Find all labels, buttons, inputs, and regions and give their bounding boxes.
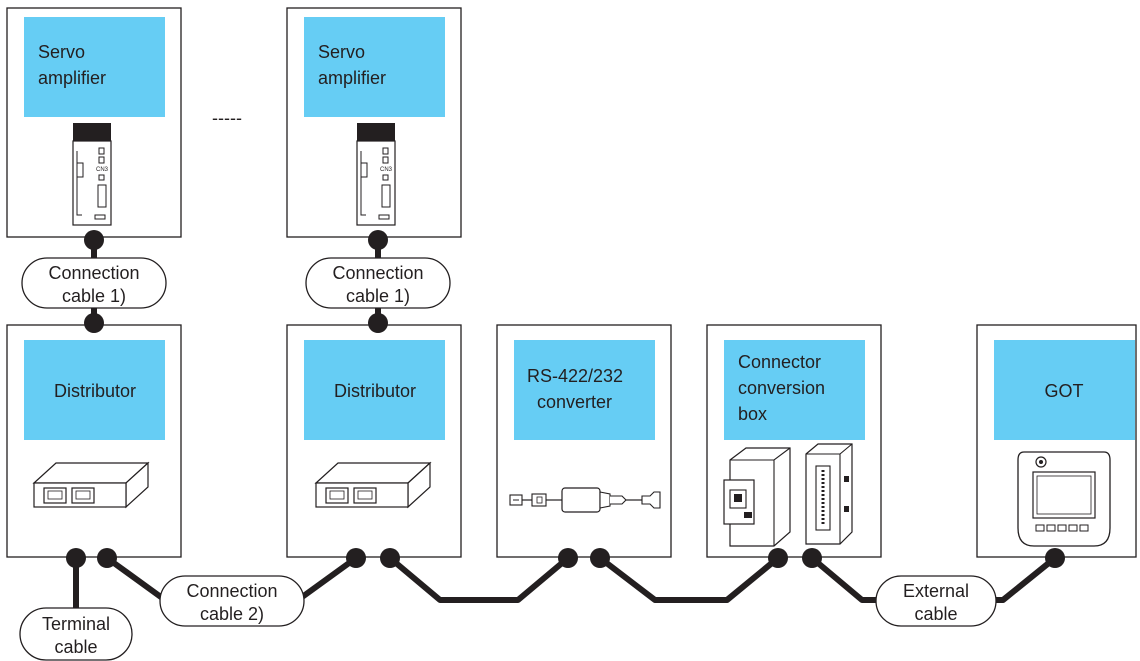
connection-point	[346, 548, 366, 568]
got-terminal-icon	[1017, 451, 1111, 547]
cable-label-external: External cable	[875, 575, 997, 627]
distributor-icon	[314, 461, 432, 509]
connection-point	[802, 548, 822, 568]
device-label-line2: amplifier	[318, 68, 386, 88]
cable-label-line1: Connection	[186, 581, 277, 601]
device-label-line1: Servo	[38, 42, 85, 62]
connection-point	[768, 548, 788, 568]
servo-amplifier-2: Servo amplifier CN3	[286, 7, 462, 238]
device-label: Distributor	[334, 381, 416, 401]
rs422-232-converter: RS-422/232 converter	[496, 324, 672, 558]
servo-amplifier-icon: CN3	[72, 123, 112, 226]
cable-label-connection-1a: Connection cable 1)	[21, 257, 167, 309]
distributor-icon	[32, 461, 150, 509]
cable-line	[388, 555, 570, 603]
label-panel	[304, 340, 445, 440]
device-label-line3: box	[738, 404, 767, 424]
servo-amplifier-icon: CN3	[356, 123, 396, 226]
device-label-line1: Connector	[738, 352, 821, 372]
label-panel	[304, 17, 445, 117]
connection-point	[558, 548, 578, 568]
cable-label-connection-2: Connection cable 2)	[159, 575, 305, 627]
cable-label-line1: Connection	[332, 263, 423, 283]
cable-label-line1: Terminal	[42, 614, 110, 634]
device-label-line2: converter	[537, 392, 612, 412]
svg-text:CN3: CN3	[380, 167, 393, 173]
label-panel	[24, 340, 165, 440]
cable-label-terminal: Terminal cable	[19, 607, 133, 661]
cable-line	[598, 555, 780, 603]
connection-point	[84, 230, 104, 250]
cable-label-line2: cable 1)	[62, 286, 126, 306]
cable-label-line2: cable 2)	[200, 604, 264, 624]
ellipsis: -----	[212, 108, 242, 128]
label-panel	[24, 17, 165, 117]
servo-amplifier-1: Servo amplifier CN3	[6, 7, 182, 238]
label-panel	[724, 340, 865, 440]
connection-point	[1045, 548, 1065, 568]
cable-label-line2: cable 1)	[346, 286, 410, 306]
connector-conversion-box: Connector conversion box	[706, 324, 882, 558]
cable-label-line1: Connection	[48, 263, 139, 283]
device-label: Distributor	[54, 381, 136, 401]
device-label-line1: Servo	[318, 42, 365, 62]
cable-label-line1: External	[903, 581, 969, 601]
distributor-1: Distributor	[6, 324, 182, 558]
device-label-line2: conversion	[738, 378, 825, 398]
connection-point	[590, 548, 610, 568]
cable-label-line2: cable	[914, 604, 957, 624]
rs422-232-converter-icon	[509, 487, 661, 513]
connection-point	[368, 230, 388, 250]
device-label-line2: amplifier	[38, 68, 106, 88]
cable-label-line2: cable	[54, 637, 97, 657]
device-label: GOT	[1045, 381, 1084, 401]
svg-text:CN3: CN3	[96, 167, 109, 173]
connection-point	[380, 548, 400, 568]
connection-point	[368, 313, 388, 333]
distributor-2: Distributor	[286, 324, 462, 558]
cable-label-connection-1b: Connection cable 1)	[305, 257, 451, 309]
connection-point	[66, 548, 86, 568]
label-panel	[514, 340, 655, 440]
label-panel	[994, 340, 1135, 440]
connection-point	[84, 313, 104, 333]
connection-point	[97, 548, 117, 568]
connection-points	[66, 230, 1065, 568]
device-label-line1: RS-422/232	[527, 366, 623, 386]
connector-conversion-box-icon	[723, 443, 853, 547]
got: GOT	[976, 324, 1137, 558]
